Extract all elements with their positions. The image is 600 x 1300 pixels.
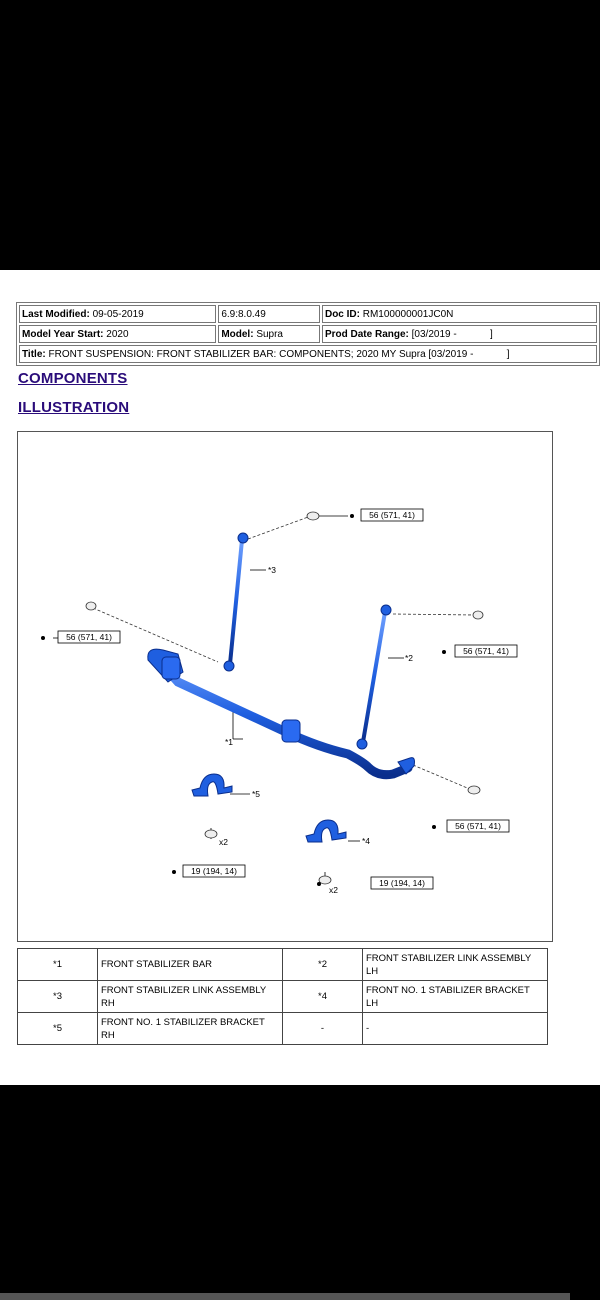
torque-label-3: 56 (571, 41) <box>463 646 509 656</box>
torque-label-1: 56 (571, 41) <box>369 510 415 520</box>
dashed-leaders <box>92 515 476 791</box>
parts-table-body: *1 FRONT STABILIZER BAR *2 FRONT STABILI… <box>17 948 548 1045</box>
table-row: *1 FRONT STABILIZER BAR *2 FRONT STABILI… <box>17 948 548 981</box>
part-name: FRONT STABILIZER BAR <box>97 948 283 981</box>
part-name: FRONT STABILIZER LINK ASSEMBLY LH <box>362 948 548 981</box>
illustration-drawing: 56 (571, 41) 56 (571, 41) 56 (571, 41) 5… <box>41 508 518 895</box>
part-code: *5 <box>17 1012 98 1045</box>
document-page: Last Modified: 09-05-2019 6.9:8.0.49 Doc… <box>0 270 600 1085</box>
last-modified-label: Last Modified: <box>22 308 90 320</box>
doc-id-value: RM100000001JC0N <box>362 308 454 320</box>
link-rh-bottom-joint <box>223 660 235 672</box>
prod-date-label: Prod Date Range: <box>324 328 409 340</box>
part-name: FRONT STABILIZER LINK ASSEMBLY RH <box>97 980 283 1013</box>
components-heading[interactable]: COMPONENTS <box>18 370 128 387</box>
title-label: Title: <box>22 348 46 360</box>
title-cell: Title: FRONT SUSPENSION: FRONT STABILIZE… <box>19 345 597 363</box>
callout-5: *5 <box>252 789 260 799</box>
link-lh-bottom-joint <box>356 738 368 750</box>
last-modified-cell: Last Modified: 09-05-2019 <box>19 305 217 323</box>
callout-2: *2 <box>405 653 413 663</box>
nut-icons <box>85 511 484 885</box>
document-header-table: Last Modified: 09-05-2019 6.9:8.0.49 Doc… <box>16 302 600 366</box>
bushing-left <box>161 656 181 680</box>
torque-label-4: 56 (571, 41) <box>455 821 501 831</box>
spec-bullets <box>41 514 446 886</box>
model-value: Supra <box>256 328 283 340</box>
part-code: *2 <box>282 948 363 981</box>
torque-label-5: 19 (194, 14) <box>191 866 237 876</box>
table-row: *3 FRONT STABILIZER LINK ASSEMBLY RH *4 … <box>17 980 548 1013</box>
bushing-right <box>281 719 301 743</box>
title-value: FRONT SUSPENSION: FRONT STABILIZER BAR: … <box>48 348 510 360</box>
bracket-lh-shape <box>305 819 347 843</box>
torque-boxes <box>57 508 518 890</box>
callout-4: *4 <box>362 836 370 846</box>
scrollbar[interactable] <box>0 1293 570 1300</box>
torque-label-2: 56 (571, 41) <box>66 632 112 642</box>
model-year-value: 2020 <box>106 328 129 340</box>
version-cell: 6.9:8.0.49 <box>218 305 320 323</box>
bracket-rh-shape <box>191 773 233 797</box>
parts-table: *1 FRONT STABILIZER BAR *2 FRONT STABILI… <box>17 948 548 1045</box>
part-code: *1 <box>17 948 98 981</box>
model-label: Model: <box>221 328 254 340</box>
stabilizer-illustration: 56 (571, 41) 56 (571, 41) 56 (571, 41) 5… <box>17 431 553 942</box>
model-year-cell: Model Year Start: 2020 <box>19 325 217 343</box>
callout-3: *3 <box>268 565 276 575</box>
quantity-label-b: x2 <box>329 885 338 895</box>
link-lh-top-joint <box>380 604 392 616</box>
part-code: *3 <box>17 980 98 1013</box>
illustration-heading[interactable]: ILLUSTRATION <box>18 399 130 416</box>
part-name: - <box>362 1012 548 1045</box>
link-rh-top-joint <box>237 532 249 544</box>
doc-id-cell: Doc ID: RM100000001JC0N <box>321 305 597 323</box>
part-code: - <box>282 1012 363 1045</box>
part-name: FRONT NO. 1 STABILIZER BRACKET LH <box>362 980 548 1013</box>
part-code: *4 <box>282 980 363 1013</box>
link-lh-rod <box>361 611 387 743</box>
callout-1: *1 <box>225 737 233 747</box>
quantity-label-a: x2 <box>219 837 228 847</box>
stabilizer-bar-shape <box>148 649 413 780</box>
part-name: FRONT NO. 1 STABILIZER BRACKET RH <box>97 1012 283 1045</box>
link-rh-rod <box>228 539 244 665</box>
model-year-label: Model Year Start: <box>22 328 104 340</box>
torque-label-6: 19 (194, 14) <box>379 878 425 888</box>
prod-date-value: [03/2019 - ] <box>411 328 493 340</box>
version-value: 6.9:8.0.49 <box>221 308 266 320</box>
model-cell: Model: Supra <box>218 325 320 343</box>
last-modified-value: 09-05-2019 <box>92 308 144 320</box>
prod-date-cell: Prod Date Range: [03/2019 - ] <box>321 325 597 343</box>
solid-leaders <box>53 515 404 884</box>
table-row: *5 FRONT NO. 1 STABILIZER BRACKET RH - - <box>17 1012 548 1045</box>
doc-id-label: Doc ID: <box>324 308 360 320</box>
bar-end-right <box>397 757 415 775</box>
